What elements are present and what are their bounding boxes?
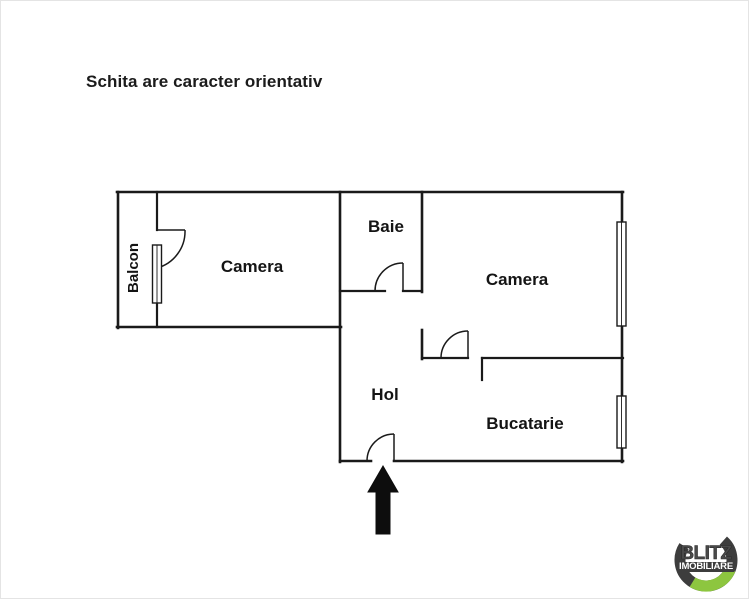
room-label-camera-1: Camera	[221, 257, 284, 276]
door-entrance	[366, 433, 395, 462]
logo-ring-icon	[674, 528, 738, 592]
walls	[115, 190, 625, 464]
room-label-balcon: Balcon	[125, 243, 142, 293]
room-label-hol: Hol	[371, 385, 398, 404]
room-label-bucatarie: Bucatarie	[486, 414, 563, 433]
entrance-arrow	[367, 464, 399, 535]
door-camera-2	[440, 330, 469, 359]
page-title: Schita are caracter orientativ	[86, 72, 323, 91]
windows	[151, 221, 627, 449]
room-labels: Balcon Camera Baie Camera Hol Bucatarie	[125, 217, 564, 433]
doors	[156, 229, 469, 462]
room-label-baie: Baie	[368, 217, 404, 236]
brand-logo: BLITZ IMOBILIARE	[668, 528, 744, 592]
door-baie	[374, 262, 404, 292]
room-label-camera-2: Camera	[486, 270, 549, 289]
